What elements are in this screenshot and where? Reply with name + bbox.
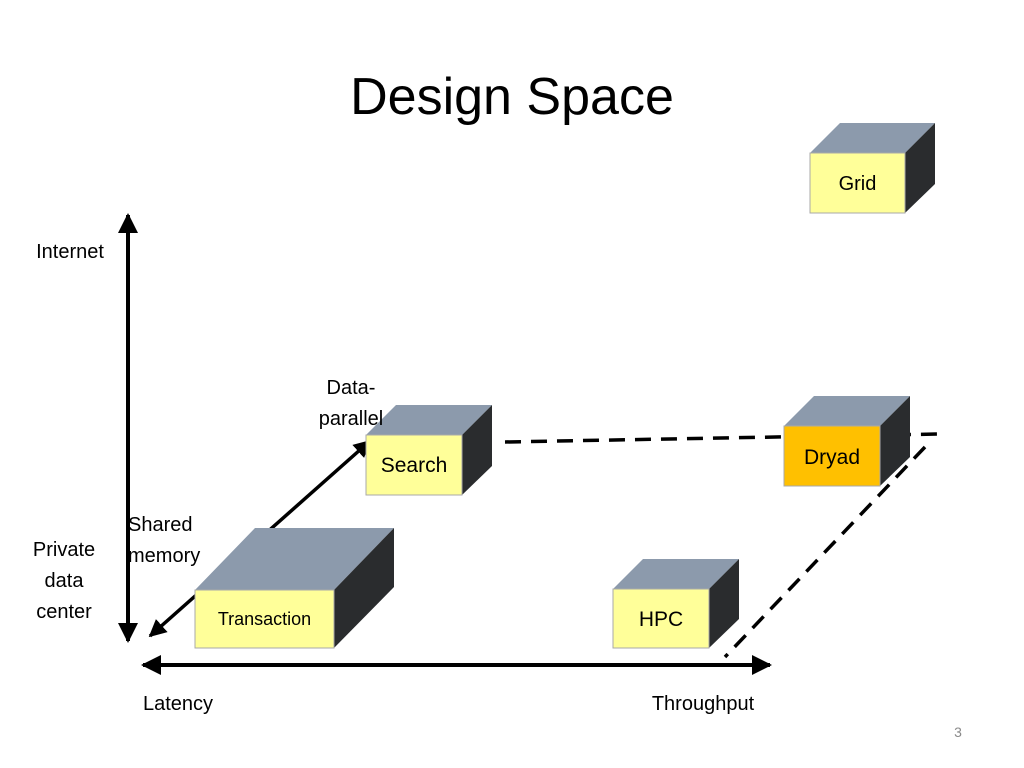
data-parallel-label: Data-parallel xyxy=(318,377,384,430)
throughput-label: Throughput xyxy=(651,693,755,715)
search-box-top xyxy=(366,405,492,435)
slide-title: Design Space xyxy=(350,68,674,126)
hpc-box-side xyxy=(709,559,739,648)
hpc-box-label: HPC xyxy=(639,608,683,631)
grid-box-side xyxy=(905,123,935,213)
transaction-box-top xyxy=(195,528,394,590)
dashed-plane-right-edge xyxy=(723,445,927,659)
dashed-plane-back-edge xyxy=(504,432,939,444)
private-data-center-label: Private data center xyxy=(32,539,96,623)
transaction-box: Transaction xyxy=(194,528,394,649)
search-box: Search xyxy=(365,405,492,496)
dryad-box: Dryad xyxy=(783,396,910,487)
search-box-label: Search xyxy=(381,454,448,477)
search-box-side xyxy=(462,405,492,495)
grid-box: Grid xyxy=(809,123,935,214)
grid-box-top xyxy=(810,123,935,153)
dryad-box-side xyxy=(880,396,910,486)
dryad-box-top xyxy=(784,396,910,426)
search-box-front xyxy=(365,434,463,496)
grid-box-label: Grid xyxy=(839,173,877,195)
internet-label: Internet xyxy=(36,241,104,263)
hpc-box: HPC xyxy=(612,559,739,649)
transaction-box-label: Transaction xyxy=(218,609,311,629)
dryad-box-label: Dryad xyxy=(804,446,860,469)
latency-label: Latency xyxy=(142,693,214,715)
hpc-box-front xyxy=(612,588,710,649)
transaction-box-side xyxy=(334,528,394,648)
shared-memory-label: Shared memory xyxy=(128,514,201,567)
grid-box-front xyxy=(809,152,906,214)
transaction-box-front xyxy=(194,589,335,649)
page-number: 3 xyxy=(954,724,962,740)
hpc-box-top xyxy=(613,559,739,589)
dryad-box-front xyxy=(783,425,881,487)
